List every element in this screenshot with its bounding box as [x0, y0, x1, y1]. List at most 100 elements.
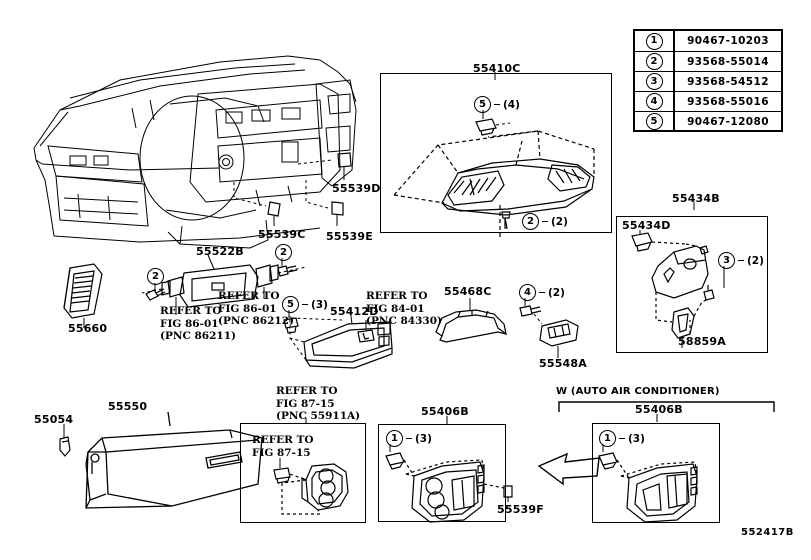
leader-55539e — [305, 180, 344, 226]
clip-icon-5-4 — [475, 110, 511, 136]
refer-86211: REFER TO FIG 86-01 (PNC 86211) — [160, 305, 236, 342]
dash — [542, 220, 548, 223]
refer-84330: REFER TO FIG 84-01 (PNC 84330) — [366, 290, 442, 327]
label-55660: 55660 — [68, 322, 108, 335]
bracket-55548a-illustration — [519, 298, 579, 358]
refer-8715: REFER TO FIG 87-15 — [252, 434, 314, 459]
label-55406b-left: 55406B — [421, 405, 469, 418]
legend-number-cell: 1 — [635, 31, 675, 51]
instrument-panel-assembly-illustration — [33, 55, 357, 249]
dash — [619, 437, 625, 440]
label-55539e: 55539E — [326, 230, 373, 243]
circle-number-2: 2 — [522, 213, 539, 230]
callout-qty: (3) — [311, 298, 328, 311]
callout-2-left-leader — [154, 283, 156, 292]
label-55548a: 55548A — [539, 357, 587, 370]
table-row: 5 90467-12080 — [635, 111, 781, 131]
legend-part-cell: 93568-54512 — [687, 75, 769, 88]
table-row: 2 93568-55014 — [635, 51, 781, 71]
group-title-auto-air-conditioner: W (AUTO AIR CONDITIONER) — [556, 386, 720, 397]
circle-number-5: 5 — [645, 113, 663, 130]
console-box-55412d-illustration — [289, 307, 393, 369]
glove-box-panel-55522b-illustration — [141, 254, 307, 315]
circle-number-3: 3 — [645, 73, 663, 90]
callout-1-3-left: 1 (3) — [386, 430, 432, 447]
clip-55054-illustration — [59, 424, 71, 457]
label-55434d: 55434D — [622, 219, 671, 232]
clip-icon-5-3 — [283, 310, 299, 334]
refer-55911a: REFER TO FIG 87-15 (PNC 55911A) — [276, 385, 361, 422]
label-55539d: 55539D — [332, 182, 381, 195]
glove-compartment-door-55550-illustration — [85, 411, 263, 509]
callout-5-3: 5 (3) — [282, 296, 328, 313]
cowl-panel-55434b-illustration — [631, 230, 715, 348]
legend-number-cell: 2 — [635, 52, 675, 71]
defroster-garnish-55410c-illustration — [393, 130, 595, 237]
dash — [494, 103, 500, 106]
dash — [738, 259, 744, 262]
legend-number-cell: 5 — [635, 112, 675, 131]
cluster-finish-panel-illustration — [273, 458, 349, 515]
circle-number-1: 1 — [645, 32, 663, 50]
callout-qty: (3) — [415, 432, 432, 445]
circle-number-4: 4 — [519, 284, 536, 301]
dash — [302, 303, 308, 306]
callout-1-3-right: 1 (3) — [599, 430, 645, 447]
label-55539c: 55539C — [258, 228, 306, 241]
callout-5-4: 5 (4) — [474, 96, 520, 113]
legend-number-cell: 4 — [635, 92, 675, 111]
box-55410c — [380, 73, 612, 233]
label-55539f: 55539F — [497, 503, 544, 516]
circle-number-4: 4 — [645, 93, 663, 110]
table-row: 3 93568-54512 — [635, 71, 781, 91]
callout-3-2: 3 (2) — [718, 252, 764, 269]
table-row: 4 93568-55016 — [635, 91, 781, 111]
circle-number-1: 1 — [599, 430, 616, 447]
air-register-55660-illustration — [63, 263, 103, 328]
callout-2-right: 2 — [275, 244, 292, 261]
legend-number-cell: 3 — [635, 72, 675, 91]
label-55412d: 55412D — [330, 305, 379, 318]
label-55522b: 55522B — [196, 245, 244, 258]
callout-4-2: 4 (2) — [519, 284, 565, 301]
callout-qty: (2) — [548, 286, 565, 299]
callout-2-2-bottom: 2 (2) — [522, 213, 568, 230]
dash — [539, 291, 545, 294]
label-55468c: 55468C — [444, 285, 492, 298]
legend-table: 1 90467-10203 2 93568-55014 3 93568-5451… — [633, 29, 783, 132]
box-55434b — [616, 216, 768, 353]
legend-part-cell: 93568-55014 — [687, 55, 769, 68]
label-55054: 55054 — [34, 413, 74, 426]
label-55550: 55550 — [108, 400, 148, 413]
center-cluster-panel-55406b-right-illustration — [598, 444, 698, 523]
label-55434b: 55434B — [672, 192, 720, 205]
dash — [406, 437, 412, 440]
circle-number-3: 3 — [718, 252, 735, 269]
label-55406b-left-leader — [446, 416, 448, 424]
clip-icon-84330 — [357, 320, 375, 343]
circle-number-1: 1 — [386, 430, 403, 447]
bolt-icon-2-2 — [501, 211, 511, 229]
callout-3-2-leader — [723, 266, 725, 288]
leader-55539d — [297, 152, 352, 180]
box-55406b-right — [592, 423, 720, 523]
label-55406b-right: 55406B — [631, 403, 687, 416]
screw-icon-right — [277, 258, 298, 277]
callout-qty: (4) — [503, 98, 520, 111]
box-fig-87-15 — [240, 423, 366, 523]
callout-qty: (2) — [551, 215, 568, 228]
callout-qty: (2) — [747, 254, 764, 267]
legend-part-cell: 90467-10203 — [687, 35, 769, 47]
label-55406b-right-leader — [656, 414, 658, 422]
label-55410c: 55410C — [473, 62, 521, 75]
label-55434b-leader — [693, 202, 695, 210]
legend-part-cell: 90467-12080 — [687, 115, 769, 128]
transition-arrow-icon — [537, 452, 600, 486]
circle-number-5: 5 — [282, 296, 299, 313]
refer-86212: REFER TO FIG 86-01 (PNC 86212) — [218, 290, 294, 327]
leader-55539c — [233, 182, 281, 226]
circle-number-2: 2 — [645, 53, 663, 70]
table-row: 1 90467-10203 — [635, 31, 781, 51]
group-bracket — [558, 401, 775, 412]
